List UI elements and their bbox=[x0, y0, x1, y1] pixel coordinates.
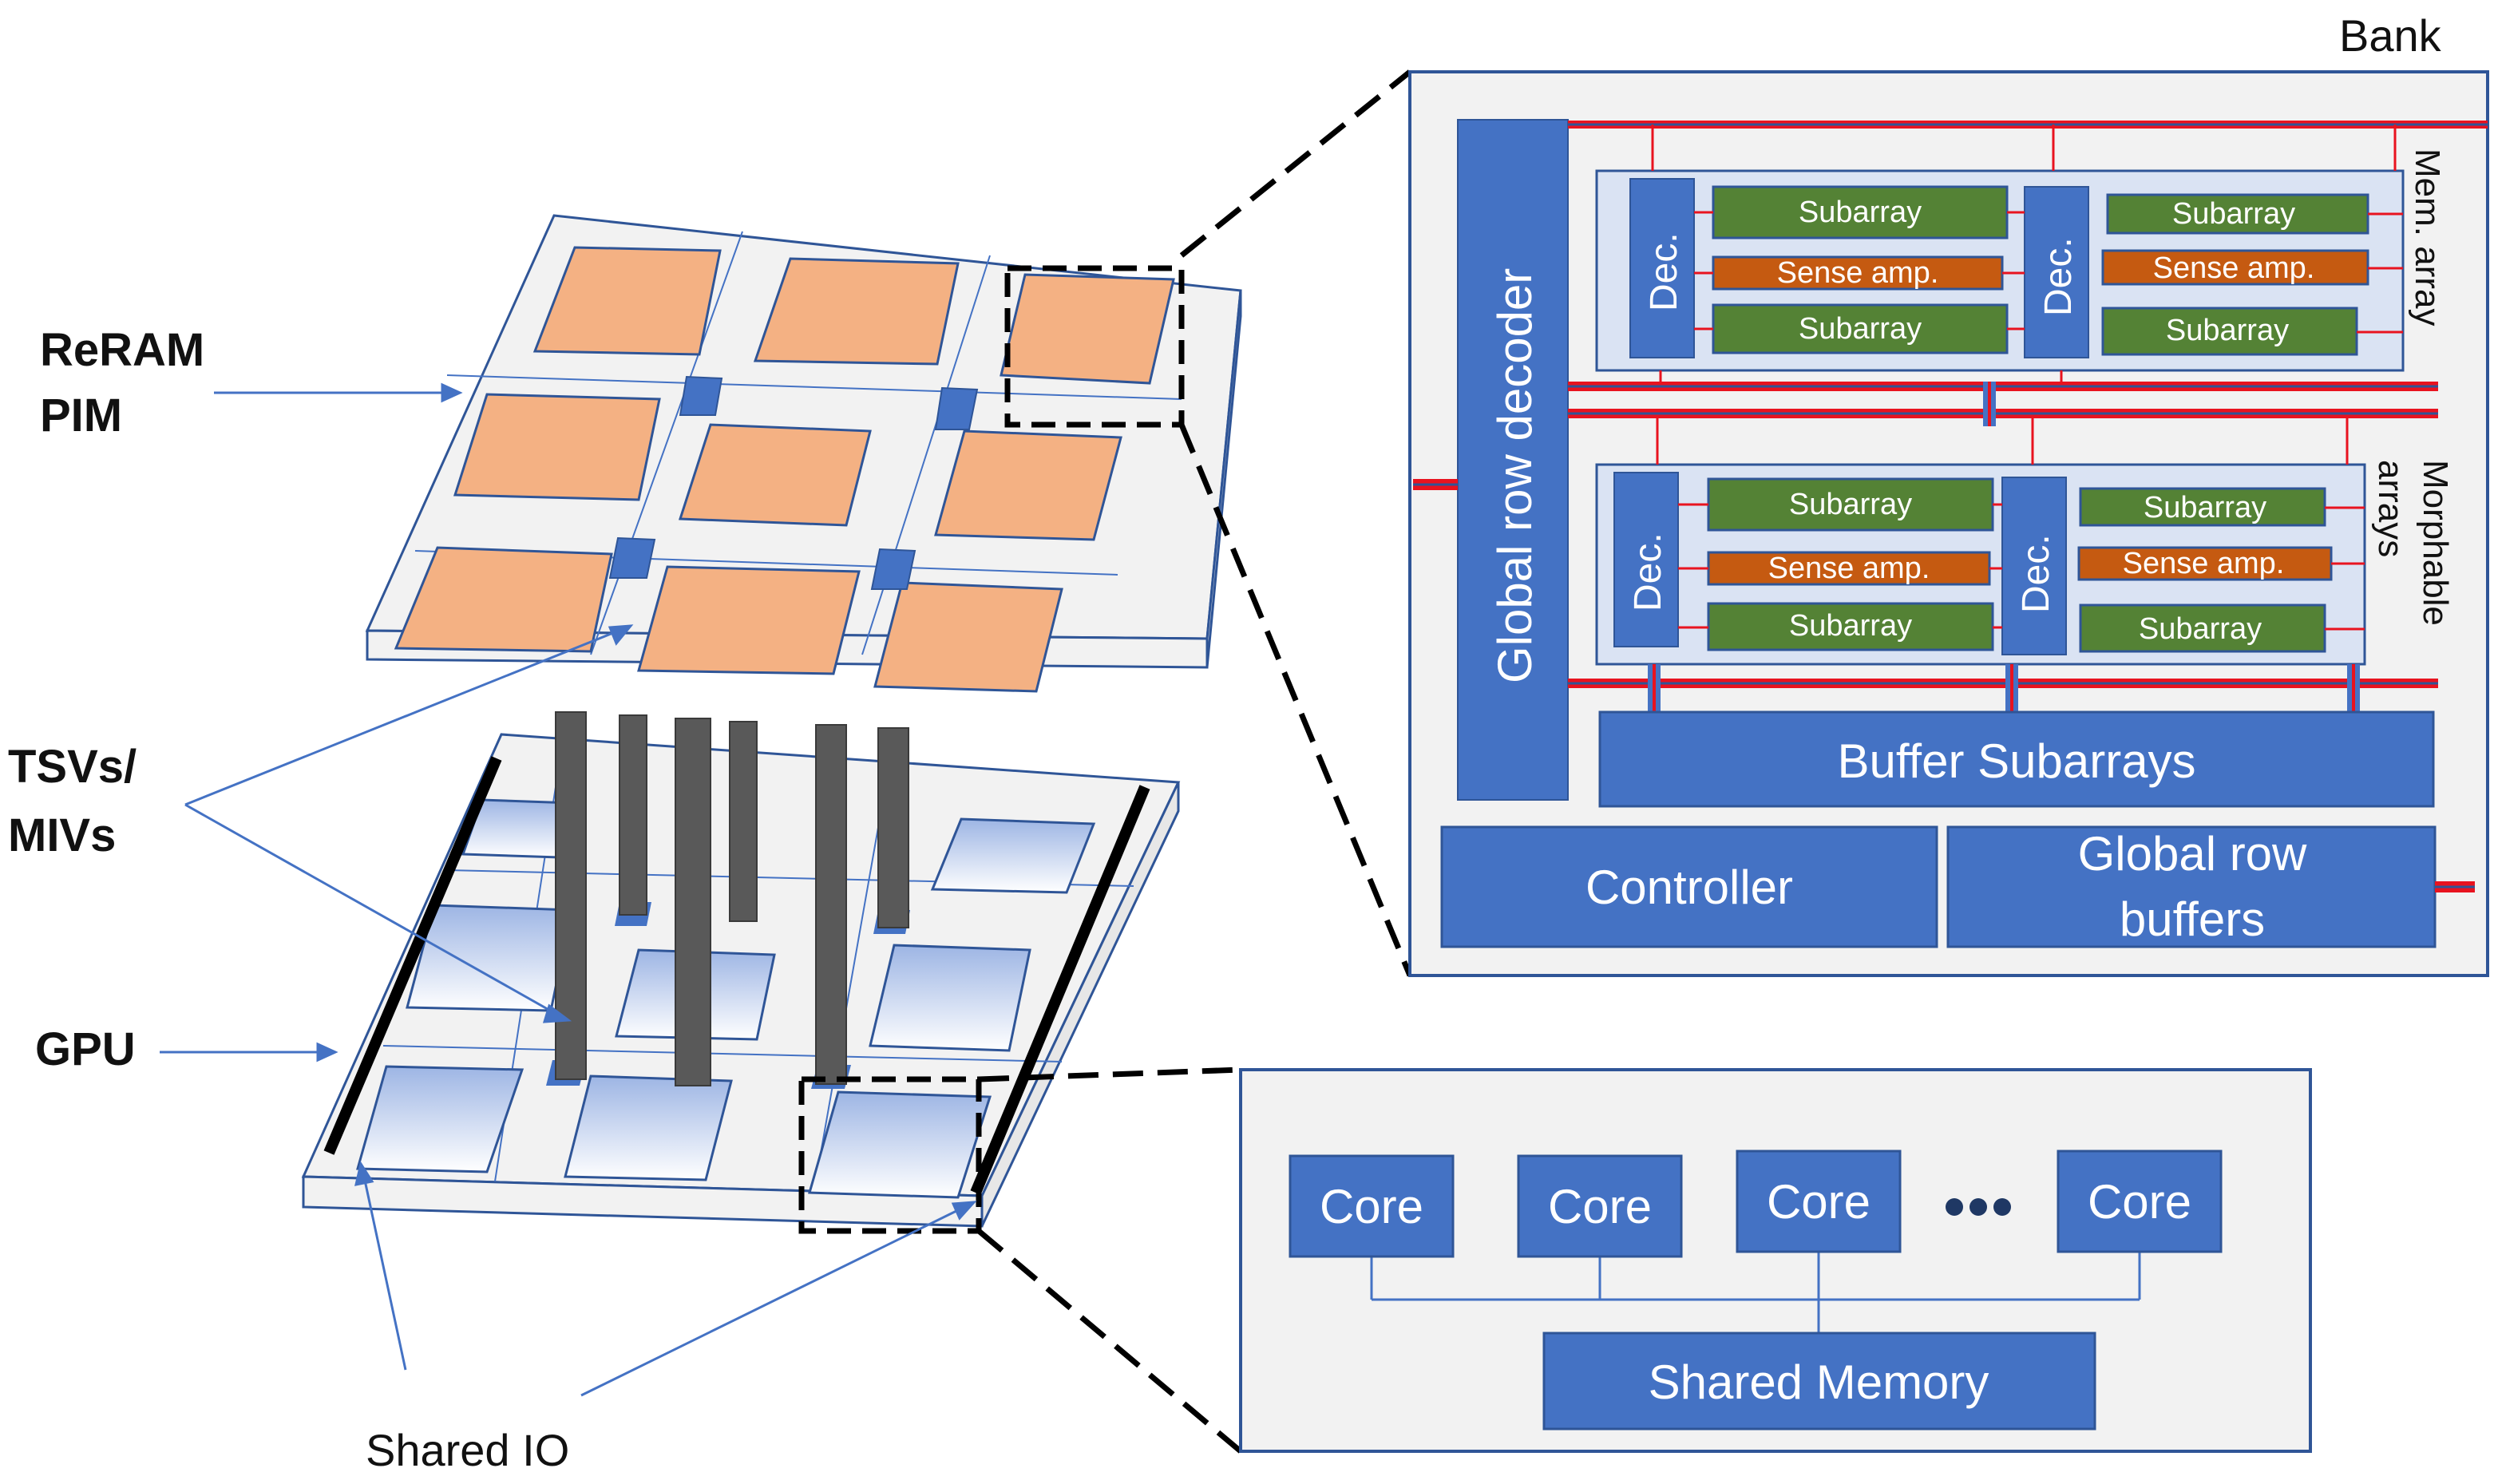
pim-label: PIM bbox=[40, 390, 122, 441]
subarray bbox=[1707, 602, 1994, 651]
subarray-label: Subarray bbox=[1799, 196, 1922, 229]
shared-memory bbox=[1542, 1332, 2096, 1431]
dec-block bbox=[1613, 472, 1679, 647]
global-row-buffers-label-1: Global row bbox=[2078, 827, 2307, 881]
subarray bbox=[2106, 193, 2369, 235]
subarray-label: Subarray bbox=[1789, 609, 1912, 643]
bank-panel: Bank Global row decoder Mem. array Dec. … bbox=[1408, 10, 2489, 977]
sense-amp-label: Sense amp. bbox=[2123, 547, 2285, 580]
sense-amp-label: Sense amp. bbox=[1777, 256, 1939, 290]
morphable-label: Morphable bbox=[2416, 460, 2455, 626]
core-box bbox=[1517, 1154, 1683, 1258]
sense-amp bbox=[2101, 249, 2369, 286]
arrays-label: arrays bbox=[2371, 460, 2410, 557]
core-label: Core bbox=[1548, 1180, 1652, 1233]
tsv-pillars bbox=[555, 711, 909, 1086]
subarray bbox=[2079, 603, 2326, 653]
controller bbox=[1440, 825, 1938, 948]
dec-block bbox=[2024, 186, 2089, 358]
bank-title: Bank bbox=[2339, 10, 2442, 61]
zoom-line bbox=[976, 1229, 1243, 1454]
core-label: Core bbox=[1767, 1175, 1870, 1229]
reram-zoom-box bbox=[1004, 265, 1185, 428]
buffer-subarrays bbox=[1598, 710, 2435, 808]
core-box bbox=[1736, 1150, 1902, 1253]
zoom-line bbox=[1178, 423, 1413, 977]
gpu-zoom-box bbox=[798, 1076, 982, 1234]
global-row-buffers bbox=[1946, 825, 2437, 948]
reram-pim-layer bbox=[365, 214, 1242, 693]
shared-io-label: Shared IO bbox=[366, 1425, 569, 1475]
global-row-decoder-label: Global row decoder bbox=[1488, 268, 1542, 683]
zoom-line bbox=[1179, 69, 1412, 258]
subarray-label: Subarray bbox=[2139, 612, 2262, 646]
dec-label: Dec. bbox=[1643, 232, 1685, 311]
sense-amp bbox=[2077, 546, 2333, 581]
label-arrows bbox=[160, 382, 977, 1397]
sense-amp-label: Sense amp. bbox=[1768, 552, 1930, 585]
subarray-label: Subarray bbox=[2172, 197, 2295, 231]
core-box bbox=[1289, 1154, 1455, 1258]
gpu-label: GPU bbox=[35, 1023, 136, 1075]
subarray-label: Subarray bbox=[1789, 488, 1912, 521]
subarray-label: Subarray bbox=[1799, 312, 1922, 346]
dec-block bbox=[2001, 477, 2067, 655]
gpu-detail-panel: Core Core Core Core Shared Memory bbox=[1239, 1068, 2312, 1453]
global-row-buffers-label-2: buffers bbox=[2120, 892, 2265, 946]
mem-array-label: Mem. array bbox=[2408, 148, 2447, 326]
core-label: Core bbox=[1320, 1180, 1423, 1233]
ellipsis-dots bbox=[1946, 1198, 2011, 1216]
core-label: Core bbox=[2088, 1175, 2191, 1229]
global-row-decoder bbox=[1457, 119, 1569, 801]
subarray-label: Subarray bbox=[2166, 314, 2289, 347]
subarray-label: Subarray bbox=[2144, 491, 2266, 524]
subarray bbox=[2101, 307, 2358, 356]
sense-amp-label: Sense amp. bbox=[2153, 251, 2315, 285]
reram-label: ReRAM bbox=[40, 324, 204, 376]
dec-block bbox=[1629, 178, 1695, 358]
dec-label: Dec. bbox=[1627, 532, 1669, 611]
shared-memory-label: Shared Memory bbox=[1649, 1355, 1989, 1409]
subarray bbox=[2079, 487, 2326, 527]
buffer-subarrays-label: Buffer Subarrays bbox=[1837, 734, 2195, 788]
core-box bbox=[2057, 1150, 2223, 1253]
dec-label: Dec. bbox=[2037, 237, 2080, 316]
tsv-label: TSVs/ bbox=[8, 741, 137, 793]
miv-label: MIVs bbox=[8, 809, 116, 861]
dec-label: Dec. bbox=[2015, 534, 2057, 613]
controller-label: Controller bbox=[1585, 861, 1793, 914]
